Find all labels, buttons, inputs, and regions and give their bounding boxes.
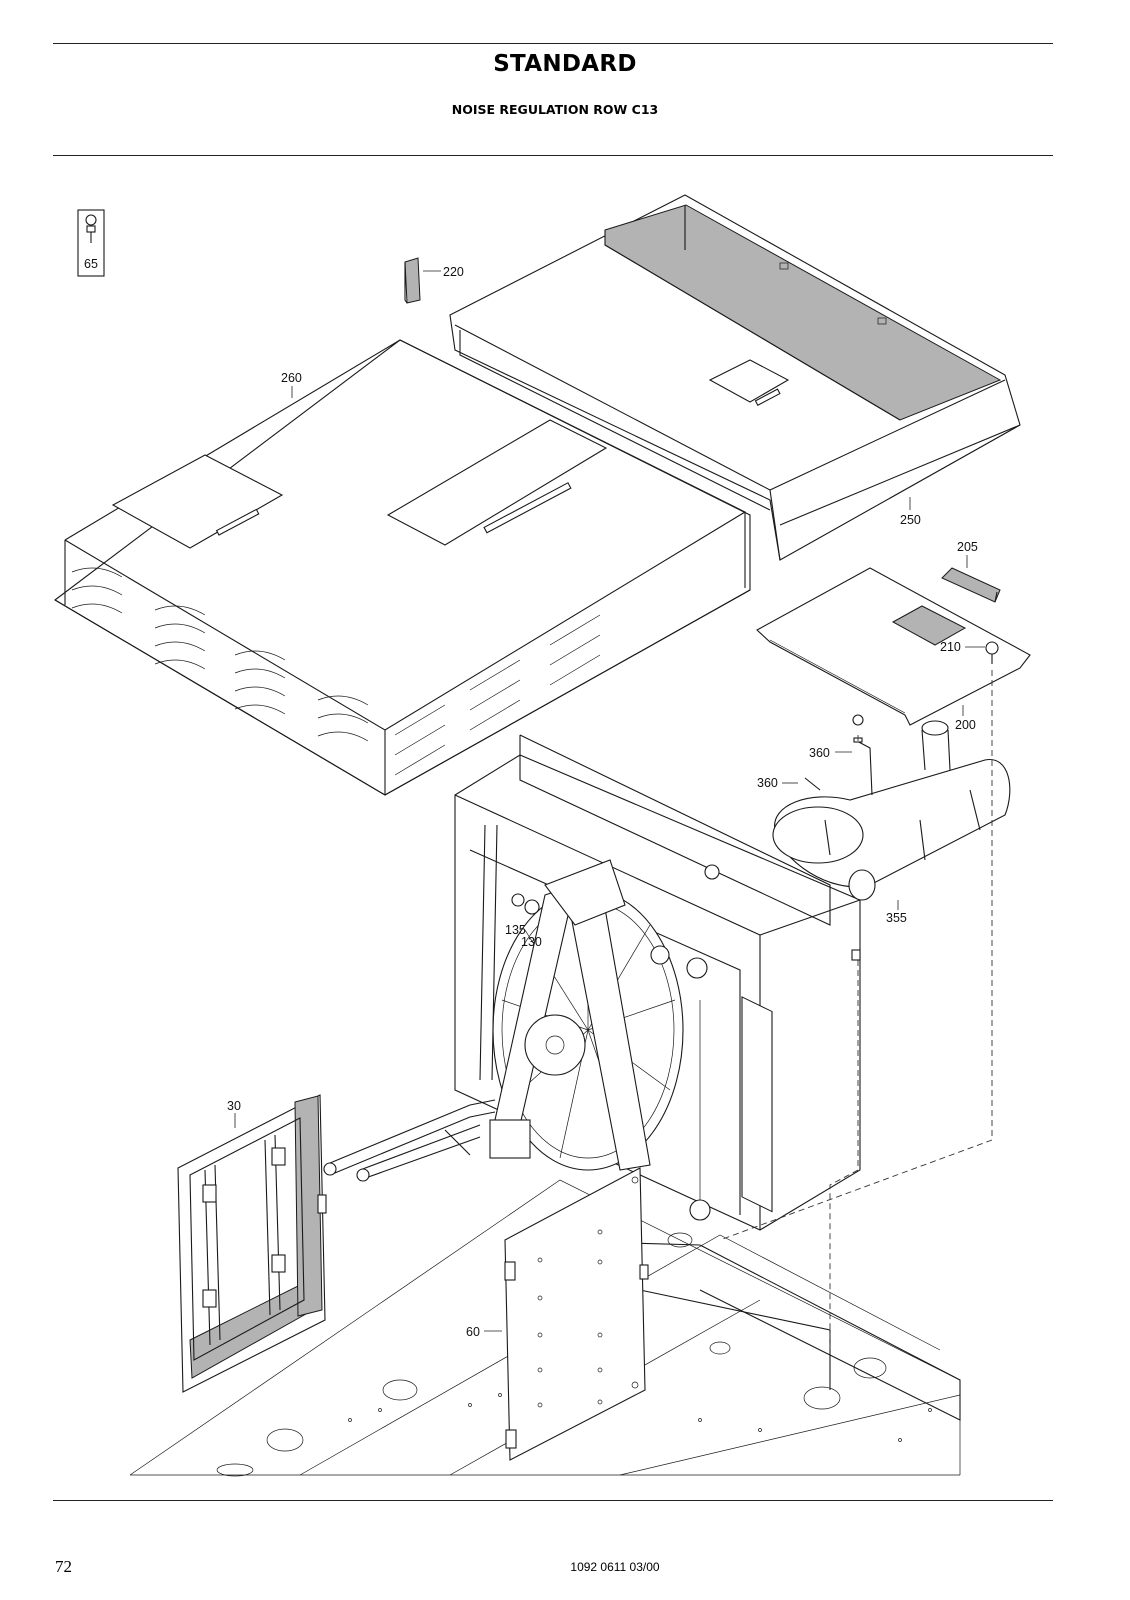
front-door [504, 1167, 649, 1461]
callout-360-lower: 360 [757, 776, 778, 790]
callout-205: 205 [957, 540, 978, 554]
callout-130: 130 [521, 935, 542, 949]
callout-60: 60 [466, 1325, 480, 1339]
page-title: STANDARD [493, 51, 637, 77]
cover-louvers [71, 567, 601, 776]
side-door [177, 1094, 327, 1393]
callout-260: 260 [281, 371, 302, 385]
callout-30: 30 [227, 1099, 241, 1113]
top-cover-panel [54, 339, 751, 796]
callout-210: 210 [940, 640, 961, 654]
page-subtitle: NOISE REGULATION ROW C13 [451, 102, 659, 117]
footer-rule [53, 1500, 1053, 1501]
radiator-fan-assembly [323, 734, 861, 1231]
page-number: 72 [55, 1557, 72, 1576]
callout-200: 200 [955, 718, 976, 732]
callout-355: 355 [886, 911, 907, 925]
plate [756, 567, 1031, 726]
base-frame [129, 1179, 961, 1477]
callout-labels: 65 220 260 250 205 210 200 360 360 355 1… [84, 257, 978, 1339]
callout-220: 220 [443, 265, 464, 279]
header-top-rule [53, 43, 1053, 44]
air-outlet-hood [449, 194, 1021, 561]
callout-250: 250 [900, 513, 921, 527]
rubber-profile [941, 567, 1001, 603]
document-code: 1092 0611 03/00 [570, 1560, 660, 1574]
leader-lines [234, 270, 985, 1332]
seal-strip [404, 257, 421, 304]
alignment-lines [719, 670, 993, 1350]
callout-135: 135 [505, 923, 526, 937]
callout-65: 65 [84, 257, 98, 271]
callout-360-upper: 360 [809, 746, 830, 760]
muffler [772, 714, 1011, 961]
bolt-box [77, 209, 105, 277]
header-bottom-rule [53, 155, 1053, 156]
